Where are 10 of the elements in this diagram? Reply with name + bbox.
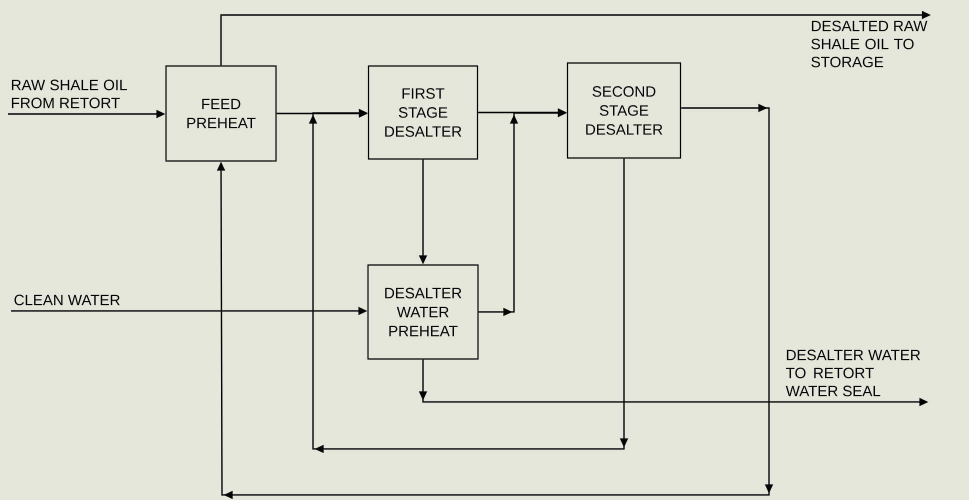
process-box: DESALTER WATER PREHEAT xyxy=(367,264,479,360)
process-box: FEED PREHEAT xyxy=(165,65,277,162)
stream-label: DESALTER WATER TO RETORT WATER SEAL xyxy=(786,350,920,396)
stream-label: CLEAN WATER xyxy=(14,294,120,306)
process-box: FIRST STAGE DESALTER xyxy=(368,65,478,160)
flow-arrow xyxy=(216,104,774,500)
flow-arrow xyxy=(308,108,628,454)
stream-label: RAW SHALE OIL FROM RETORT xyxy=(12,80,127,108)
process-box: SECOND STAGE DESALTER xyxy=(566,62,682,159)
stream-label: DESALTED RAW SHALE OIL TO STORAGE xyxy=(811,20,928,68)
